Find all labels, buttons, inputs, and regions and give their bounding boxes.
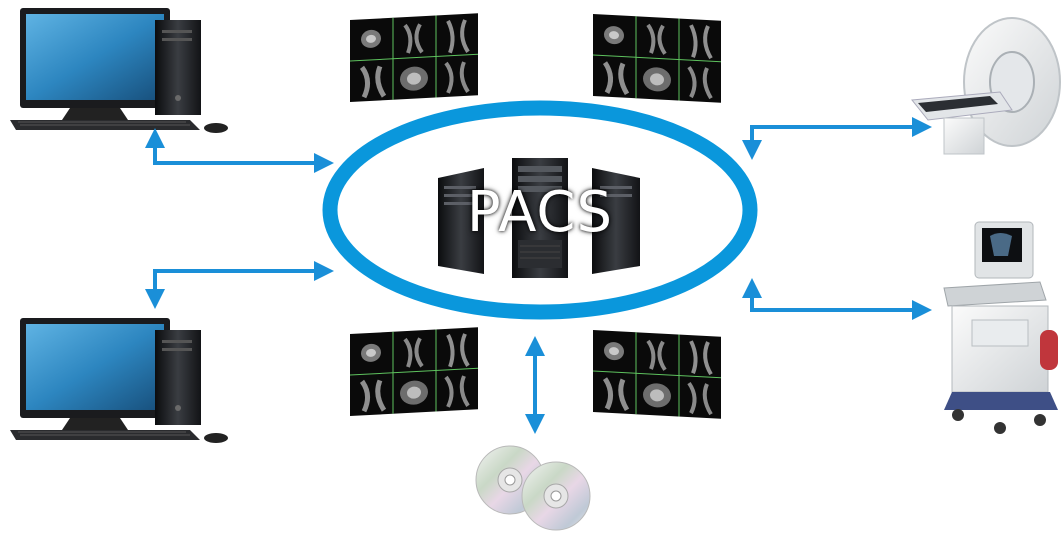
server-rack-icon: [438, 158, 640, 278]
cd-discs-icon: [475, 445, 591, 531]
workstation-bottom-left-icon: [9, 317, 229, 444]
mri-image-panel-top-left: [350, 13, 478, 102]
mri-image-panel-bottom-left: [350, 327, 478, 416]
arrow-top-left-workstation: [145, 128, 334, 173]
pacs-network-ring: [322, 100, 758, 320]
mri-image-panel-bottom-right: [593, 330, 721, 419]
ultrasound-machine-icon: [943, 221, 1058, 434]
mri-image-panel-top-right: [593, 14, 721, 103]
connection-arrows: [145, 117, 932, 434]
arrow-mri-scanner: [742, 117, 932, 160]
pacs-label: PACS: [466, 180, 614, 245]
arrow-bottom-left-workstation: [145, 261, 334, 309]
arrow-ultrasound: [742, 278, 932, 320]
mri-scanner-icon: [911, 17, 1061, 155]
workstation-top-left-icon: [9, 7, 229, 134]
